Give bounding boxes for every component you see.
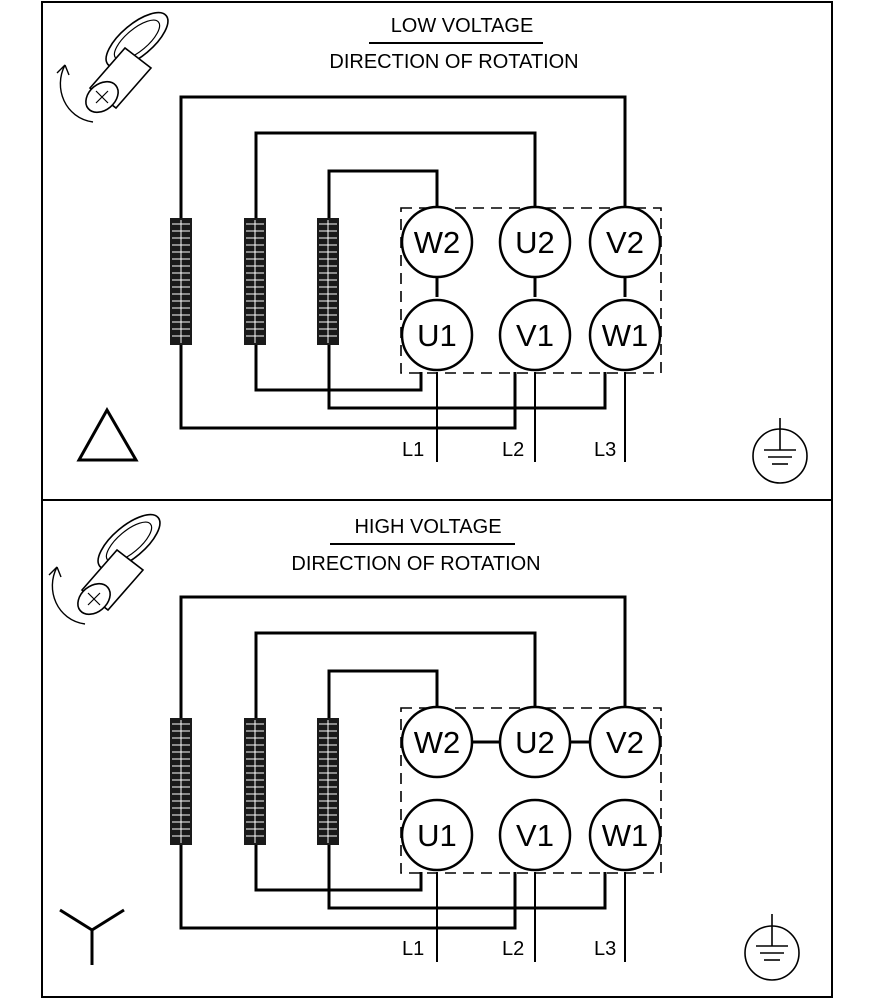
- svg-text:U1: U1: [417, 818, 457, 853]
- lead-L2: L2: [502, 439, 524, 461]
- coil-3: [317, 218, 339, 345]
- terminal-U2: U2: [498, 705, 572, 779]
- terminal-U1: U1: [400, 298, 474, 372]
- svg-text:V2: V2: [606, 225, 644, 260]
- ground-icon: [744, 914, 800, 981]
- lead-lines: [436, 872, 626, 962]
- low-voltage-title: LOW VOLTAGE: [391, 15, 534, 37]
- terminal-W2: W2: [400, 705, 474, 779]
- lead-lines: [436, 372, 626, 462]
- svg-text:W1: W1: [602, 318, 649, 353]
- low-voltage-panel: LOW VOLTAGE DIRECTION OF ROTATION: [56, 11, 808, 484]
- lead-L2: L2: [502, 938, 524, 960]
- winding-wires: [179, 595, 627, 930]
- svg-text:W2: W2: [414, 225, 461, 260]
- svg-text:U2: U2: [515, 725, 555, 760]
- lead-L3: L3: [594, 938, 616, 960]
- svg-text:U2: U2: [515, 225, 555, 260]
- terminal-U2: U2: [498, 205, 572, 279]
- svg-text:V1: V1: [516, 318, 554, 353]
- terminal-V1: V1: [498, 798, 572, 872]
- terminal-U1: U1: [400, 798, 474, 872]
- svg-text:V1: V1: [516, 818, 554, 853]
- terminal-V1: V1: [498, 298, 572, 372]
- star-icon: [59, 908, 125, 965]
- high-voltage-panel: HIGH VOLTAGE DIRECTION OF ROTATION: [48, 513, 800, 981]
- coil-2: [244, 218, 266, 345]
- svg-text:V2: V2: [606, 725, 644, 760]
- svg-text:U1: U1: [417, 318, 457, 353]
- lead-L1: L1: [402, 439, 424, 461]
- terminal-W1: W1: [588, 298, 662, 372]
- terminal-V2: V2: [588, 205, 662, 279]
- ground-icon: [752, 418, 808, 484]
- lead-L3: L3: [594, 439, 616, 461]
- terminal-W1: W1: [588, 798, 662, 872]
- winding-coils: [170, 718, 339, 845]
- svg-text:W1: W1: [602, 818, 649, 853]
- terminal-V2: V2: [588, 705, 662, 779]
- winding-wires: [179, 95, 627, 430]
- coil-2: [244, 718, 266, 845]
- coil-3: [317, 718, 339, 845]
- terminal-W2: W2: [400, 205, 474, 279]
- delta-icon: [76, 406, 139, 462]
- coil-1: [170, 718, 192, 845]
- rotation-direction-icon: [48, 513, 161, 625]
- high-voltage-title: HIGH VOLTAGE: [354, 516, 501, 538]
- winding-coils: [170, 218, 339, 345]
- lead-L1: L1: [402, 938, 424, 960]
- rotation-direction-icon: [56, 11, 169, 123]
- coil-1: [170, 218, 192, 345]
- high-voltage-subtitle: DIRECTION OF ROTATION: [291, 553, 540, 575]
- svg-text:W2: W2: [414, 725, 461, 760]
- low-voltage-subtitle: DIRECTION OF ROTATION: [329, 51, 578, 73]
